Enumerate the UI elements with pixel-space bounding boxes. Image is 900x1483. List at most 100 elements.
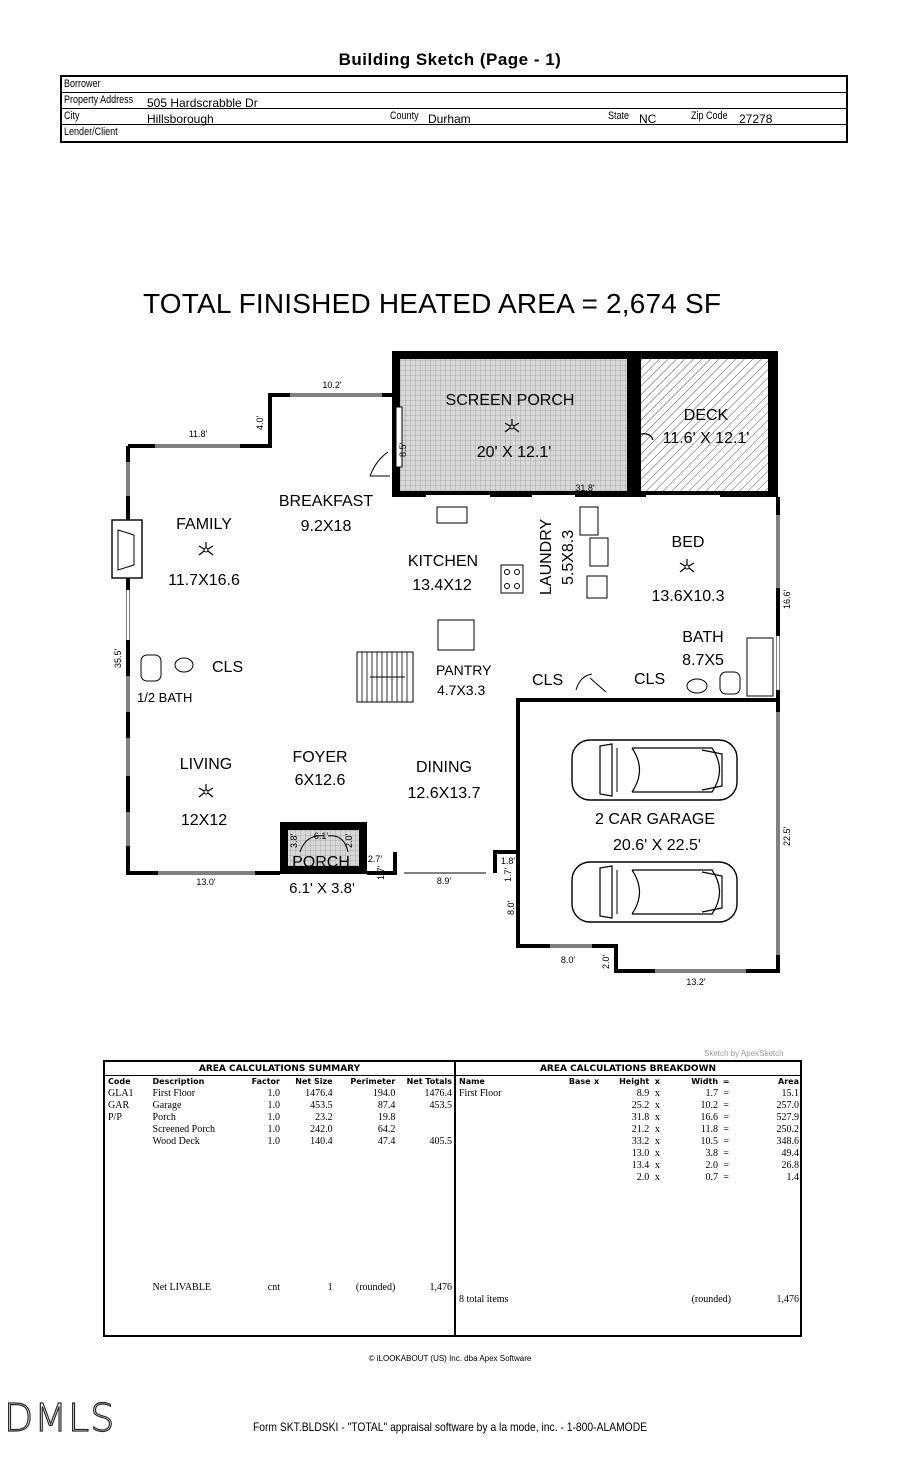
city-value: Hillsborough [147,112,214,126]
dimension-label: 1.7' [503,867,513,882]
breakfast-label: BREAKFAST [279,493,373,510]
dimension-label: 13.2' [686,977,706,987]
bath-dim: 8.7X5 [682,652,724,669]
dimension-label: 10.2' [322,380,342,390]
breakdown-footer: 8 total items (rounded) 1,476 [459,1294,799,1306]
fireplace-hearth [117,529,135,571]
breakfast-dim: 9.2X18 [301,518,352,535]
dimension-label: 2.0' [344,833,354,848]
family-label: FAMILY [176,516,232,533]
dimension-label: 8.9' [437,876,452,886]
ceiling-fan-icon [198,541,214,556]
stove-icon [500,564,524,594]
table-row: Net LIVABLE cnt 1 (rounded) 1,476 [152,1282,452,1293]
porch-door-icon [299,835,325,853]
porch-door [395,406,403,468]
ceiling-fan-icon [198,783,214,798]
burner [504,583,510,589]
deck-dim: 11.6' X 12.1' [663,430,750,447]
form-footer: Form SKT.BLDSKI - "TOTAL" appraisal soft… [252,1420,648,1434]
summary-footer: Net LIVABLE cnt 1 (rounded) 1,476 [108,1282,452,1294]
address-row: Property Address 505 Hardscrabble Dr [62,93,846,110]
table-row: 8 total items (rounded) 1,476 [459,1294,799,1305]
half-bath-label: 1/2 BATH [137,690,192,705]
property-header-table: Borrower Property Address 505 Hardscrabb… [60,75,848,143]
dimension-label: 8.0' [561,955,576,965]
foyer-label: FOYER [292,749,347,766]
address-label: Property Address [64,94,134,106]
deck-door-icon [633,403,654,441]
page-title: Building Sketch (Page - 1) [338,50,562,69]
fireplace-icon [111,519,143,579]
dining-dim: 12.6X13.7 [408,785,481,802]
burner [514,569,520,575]
copyright-text: © iLOOKABOUT (US) Inc. dba Apex Software [368,1354,532,1363]
summary-table: Code Description Factor Net Size Perimet… [108,1076,452,1148]
lender-row: Lender/Client [62,125,846,141]
dimension-label: 2.0' [601,954,611,969]
dimension-label: 4.0' [255,415,265,430]
screen-porch-label: SCREEN PORCH [446,392,575,409]
dimension-label: 35.5' [113,648,123,668]
pantry-label: PANTRY [436,662,492,678]
stairs-icon [356,651,414,703]
closet-door-icon [575,673,593,691]
county-label: County [390,110,419,122]
closet-door-icon [589,677,607,693]
porch-dim: 6.1' X 3.8' [289,880,355,897]
burner [504,569,510,575]
breakdown-header-row: Name Base x Height x Width = Area [459,1077,799,1086]
address-value: 505 Hardscrabble Dr [147,96,258,110]
laundry-dim: 5.5X8.3 [560,530,577,585]
family-dim: 11.7X16.6 [168,572,240,589]
bed-dim: 13.6X10.3 [652,588,725,605]
dimension-label: 2.7' [368,854,383,864]
city-row: City Hillsborough County Durham State NC… [62,109,846,126]
summary-header-row: Code Description Factor Net Size Perimet… [108,1077,452,1086]
breakdown-title: AREA CALCULATIONS BREAKDOWN [539,1064,717,1074]
state-value: NC [639,112,657,126]
dimension-label: 1.8' [501,856,516,866]
cls-label: CLS [532,672,563,689]
dimension-label: 6.1' [314,831,329,841]
car-icon [571,739,738,801]
washer-icon [579,506,599,536]
porch-label: PORCH [292,854,350,871]
garage-dim: 20.6' X 22.5' [613,837,701,854]
car-icon [571,861,738,923]
dimension-label: 8.5' [398,442,408,457]
living-label: LIVING [180,756,232,773]
laundry-label: LAUNDRY [538,519,555,596]
sketch-by-credit: Sketch by ApexSketch [704,1049,784,1058]
pantry-dim: 4.7X3.3 [437,682,485,698]
dimension-label: 31.8' [575,483,595,493]
living-dim: 12X12 [181,812,227,829]
county-value: Durham [428,112,471,126]
dimension-label: 3.8' [289,833,299,848]
window-glass [127,394,779,972]
dimension-label: 1.7' [376,865,386,880]
dimension-label: 13.0' [196,877,216,887]
sink-icon [436,506,468,524]
summary-title: AREA CALCULATIONS SUMMARY [198,1064,361,1074]
dimension-label: 16.6' [782,589,792,609]
bathtub-icon [746,637,774,697]
zip-label: Zip Code [691,110,728,122]
breakdown-table: Name Base x Height x Width = Area First … [459,1076,799,1184]
total-area-heading: TOTAL FINISHED HEATED AREA = 2,674 SF [143,288,722,319]
bath-sink-icon [686,678,708,694]
lender-label: Lender/Client [64,126,118,138]
bath-toilet-icon [719,671,741,695]
bath-label: BATH [682,629,723,646]
